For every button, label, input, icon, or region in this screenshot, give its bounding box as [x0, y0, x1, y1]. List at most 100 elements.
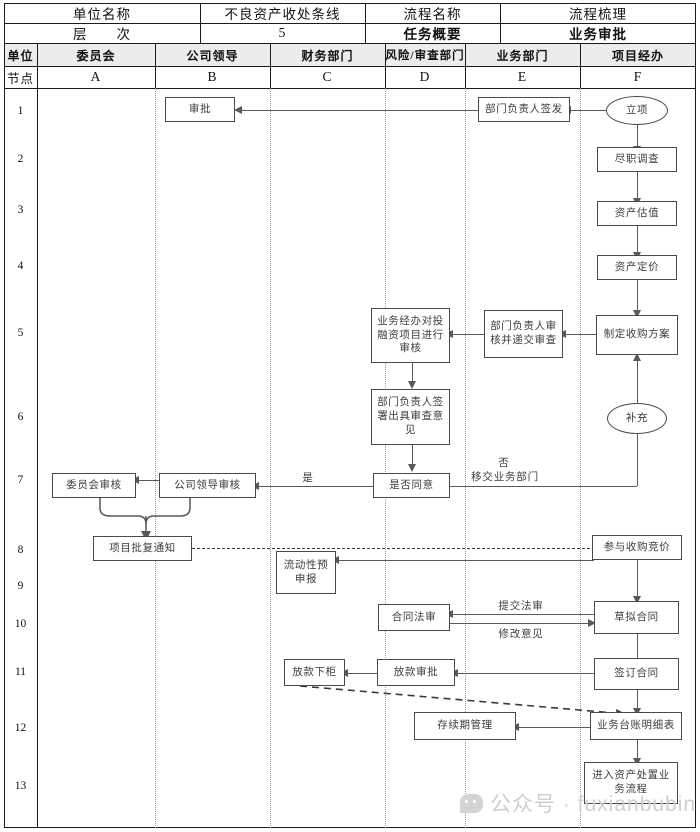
- edge-valuation-to-pricing: [636, 226, 638, 258]
- row-number-6: 6: [17, 411, 24, 423]
- node-loan-release[interactable]: 放款下柜: [284, 659, 345, 686]
- row-number-9: 9: [17, 580, 24, 592]
- node-asset-disposal[interactable]: 进入资产处置业务流程: [584, 762, 678, 804]
- body-lane-sep-b-c: [270, 88, 271, 828]
- meta-label-process-name: 流程名称: [403, 6, 462, 22]
- body-lane-sep-d-e: [465, 88, 466, 828]
- edge-bid-to-liquidity: [336, 559, 594, 561]
- lane-header-business: 业务部门: [496, 48, 549, 63]
- edge-legal-to-draft-arrow: [588, 618, 596, 627]
- edge-notice-to-bid-dashed: [192, 547, 595, 549]
- edge-sign-to-ledger: [636, 690, 638, 712]
- lane-header-finance: 财务部门: [301, 48, 354, 63]
- meta-value-level: 5: [278, 24, 287, 40]
- row-number-12: 12: [14, 722, 27, 734]
- lane-header-leader: 公司领导: [186, 48, 239, 63]
- lane-vline-2: [270, 43, 271, 88]
- meta-value-process-name: 流程梳理: [569, 6, 627, 22]
- node-agree-decision[interactable]: 是否同意: [373, 473, 450, 498]
- edge-leader-to-committee: [136, 479, 159, 481]
- edge-bid-to-draft-arrow: [632, 596, 641, 604]
- node-duration-mgmt[interactable]: 存续期管理: [414, 712, 516, 740]
- edge-ledger-to-duration: [516, 726, 594, 728]
- lane-code-f: F: [633, 69, 643, 84]
- node-loan-approval[interactable]: 放款审批: [377, 659, 455, 686]
- lane-header-band: [5, 44, 695, 66]
- edge-label-no: 否: [498, 458, 510, 469]
- edge-label-yes: 是: [302, 473, 314, 484]
- node-asset-pricing[interactable]: 资产定价: [597, 255, 677, 280]
- edge-loanapproval-to-release: [345, 672, 377, 674]
- lane-header-risk: 风险/审查部门: [385, 50, 465, 62]
- meta-value-task-summary: 业务审批: [569, 26, 627, 42]
- edge-sign-to-loanapproval: [455, 672, 594, 674]
- edge-no-branch-horizontal: [450, 485, 637, 487]
- lane-code-c: C: [322, 69, 333, 84]
- edge-label-revise-opinion: 修改意见: [498, 629, 544, 640]
- lane-vline-0: [37, 43, 38, 88]
- node-business-review[interactable]: 业务经办对投融资项目进行审核: [371, 308, 450, 363]
- lane-code-e: E: [517, 69, 528, 84]
- node-supplement[interactable]: 补充: [607, 403, 667, 434]
- edge-yes-to-leader: [256, 485, 373, 487]
- node-contract-sign[interactable]: 签订合同: [594, 658, 679, 690]
- node-committee-review[interactable]: 委员会审核: [52, 473, 136, 498]
- meta-bottom-divider: [4, 43, 696, 44]
- row-number-11: 11: [14, 666, 27, 678]
- meta-row-divider: [4, 22, 696, 24]
- node-dept-head-issue[interactable]: 部门负责人签发: [478, 97, 570, 122]
- row-number-1: 1: [17, 105, 24, 117]
- node-project-start[interactable]: 立项: [606, 96, 668, 125]
- row-number-13: 13: [14, 780, 27, 792]
- lane-code-a: A: [90, 69, 102, 84]
- lane-vline-4: [465, 43, 466, 88]
- meta-label-unit-name: 单位名称: [73, 6, 131, 22]
- edge-opinion-to-decision: [411, 445, 413, 470]
- meta-vline-1: [200, 3, 201, 43]
- node-approve[interactable]: 审批: [165, 97, 235, 122]
- edge-label-submit-legal: 提交法审: [498, 601, 544, 612]
- edge-pricing-to-plan: [636, 280, 638, 316]
- row-number-8: 8: [17, 544, 24, 556]
- outer-frame: [4, 3, 696, 828]
- node-asset-valuation[interactable]: 资产估值: [597, 201, 677, 226]
- node-approval-notice[interactable]: 项目批复通知: [93, 536, 192, 561]
- node-dept-head-opinion[interactable]: 部门负责人签署出具审查意见: [371, 389, 450, 445]
- edge-bizreview-to-opinion: [411, 363, 413, 385]
- node-dept-head-review[interactable]: 部门负责人审核并递交审查: [484, 310, 563, 358]
- edge-plan-to-deptreview: [563, 333, 596, 335]
- node-contract-legal[interactable]: 合同法审: [378, 604, 450, 631]
- lane-vline-5: [580, 43, 581, 88]
- edge-start-to-dd: [636, 125, 638, 149]
- edge-opinion-to-decision-arrow: [407, 464, 416, 472]
- node-leader-review[interactable]: 公司领导审核: [159, 473, 256, 498]
- lane-code-d: D: [419, 69, 431, 84]
- row-number-2: 2: [17, 153, 24, 165]
- edge-supplement-to-plan: [636, 355, 638, 403]
- node-contract-draft[interactable]: 草拟合同: [594, 601, 679, 634]
- edge-bizreview-to-opinion-arrow: [407, 381, 416, 389]
- node-ledger-detail[interactable]: 业务台账明细表: [590, 712, 682, 740]
- node-acquisition-plan[interactable]: 制定收购方案: [596, 315, 678, 355]
- row-number-4: 4: [17, 260, 24, 272]
- edge-draft-to-sign: [636, 634, 638, 666]
- body-lane-sep-c-d: [385, 88, 386, 828]
- edge-ledger-to-disposal: [636, 740, 638, 762]
- edge-legal-to-draft: [446, 622, 594, 624]
- row-number-3: 3: [17, 204, 24, 216]
- edge-bid-to-draft: [636, 560, 638, 600]
- meta-value-unit-name: 不良资产收处条线: [224, 6, 341, 22]
- edge-draft-to-legal: [450, 613, 594, 615]
- lane-code-b: B: [207, 69, 218, 84]
- edge-supplement-to-plan-arrow: [632, 353, 641, 361]
- edge-deptreview-to-bizreview: [450, 333, 484, 335]
- watermark-text: 公众号 · fuxianbubin: [490, 793, 697, 816]
- meta-vline-2: [365, 3, 366, 43]
- edge-start-to-issue: [568, 109, 610, 111]
- node-bid-participate[interactable]: 参与收购竞价: [592, 535, 682, 560]
- node-due-diligence[interactable]: 尽职调查: [597, 147, 677, 172]
- body-lane-sep-a-b: [155, 88, 156, 828]
- node-liquidity-predecl[interactable]: 流动性预申报: [276, 551, 336, 594]
- lane-vline-3: [385, 43, 386, 88]
